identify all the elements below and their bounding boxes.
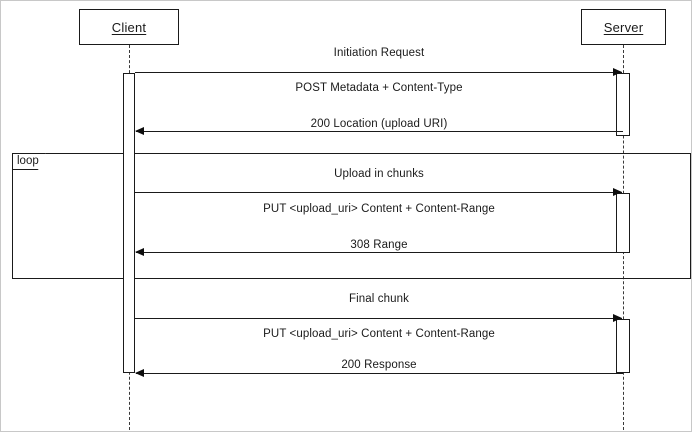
message-line-308-range	[136, 252, 623, 253]
message-line-put-chunk	[135, 192, 622, 193]
message-label-put-chunk: PUT <upload_uri> Content + Content-Range	[263, 203, 495, 215]
activation-client	[123, 73, 135, 373]
participant-server[interactable]: Server	[581, 9, 666, 45]
message-line-200-location	[136, 131, 623, 132]
section-header-initiation: Initiation Request	[333, 47, 425, 59]
arrowhead-put-chunk	[613, 188, 622, 196]
activation-server-initiation	[616, 73, 630, 136]
message-label-put-final: PUT <upload_uri> Content + Content-Range	[263, 328, 495, 340]
loop-fragment	[12, 153, 691, 279]
activation-server-chunk	[616, 193, 630, 253]
participant-client-label: Client	[111, 19, 147, 35]
arrowhead-200-location	[135, 127, 144, 135]
message-line-200-response	[136, 373, 623, 374]
message-label-308-range: 308 Range	[350, 239, 408, 251]
loop-fragment-tag: loop	[12, 153, 46, 170]
arrowhead-post-metadata	[613, 68, 622, 76]
arrowhead-308-range	[135, 248, 144, 256]
message-line-post-metadata	[135, 72, 622, 73]
message-label-200-location: 200 Location (upload URI)	[310, 118, 448, 130]
message-label-200-response: 200 Response	[341, 359, 417, 371]
section-header-chunks: Upload in chunks	[334, 168, 424, 180]
participant-client[interactable]: Client	[79, 9, 179, 45]
arrowhead-200-response	[135, 369, 144, 377]
arrowhead-put-final	[613, 314, 622, 322]
activation-server-final	[616, 319, 630, 373]
participant-server-label: Server	[603, 19, 644, 35]
message-label-post-metadata: POST Metadata + Content-Type	[295, 82, 463, 94]
message-line-put-final	[135, 318, 622, 319]
section-header-final: Final chunk	[349, 293, 409, 305]
